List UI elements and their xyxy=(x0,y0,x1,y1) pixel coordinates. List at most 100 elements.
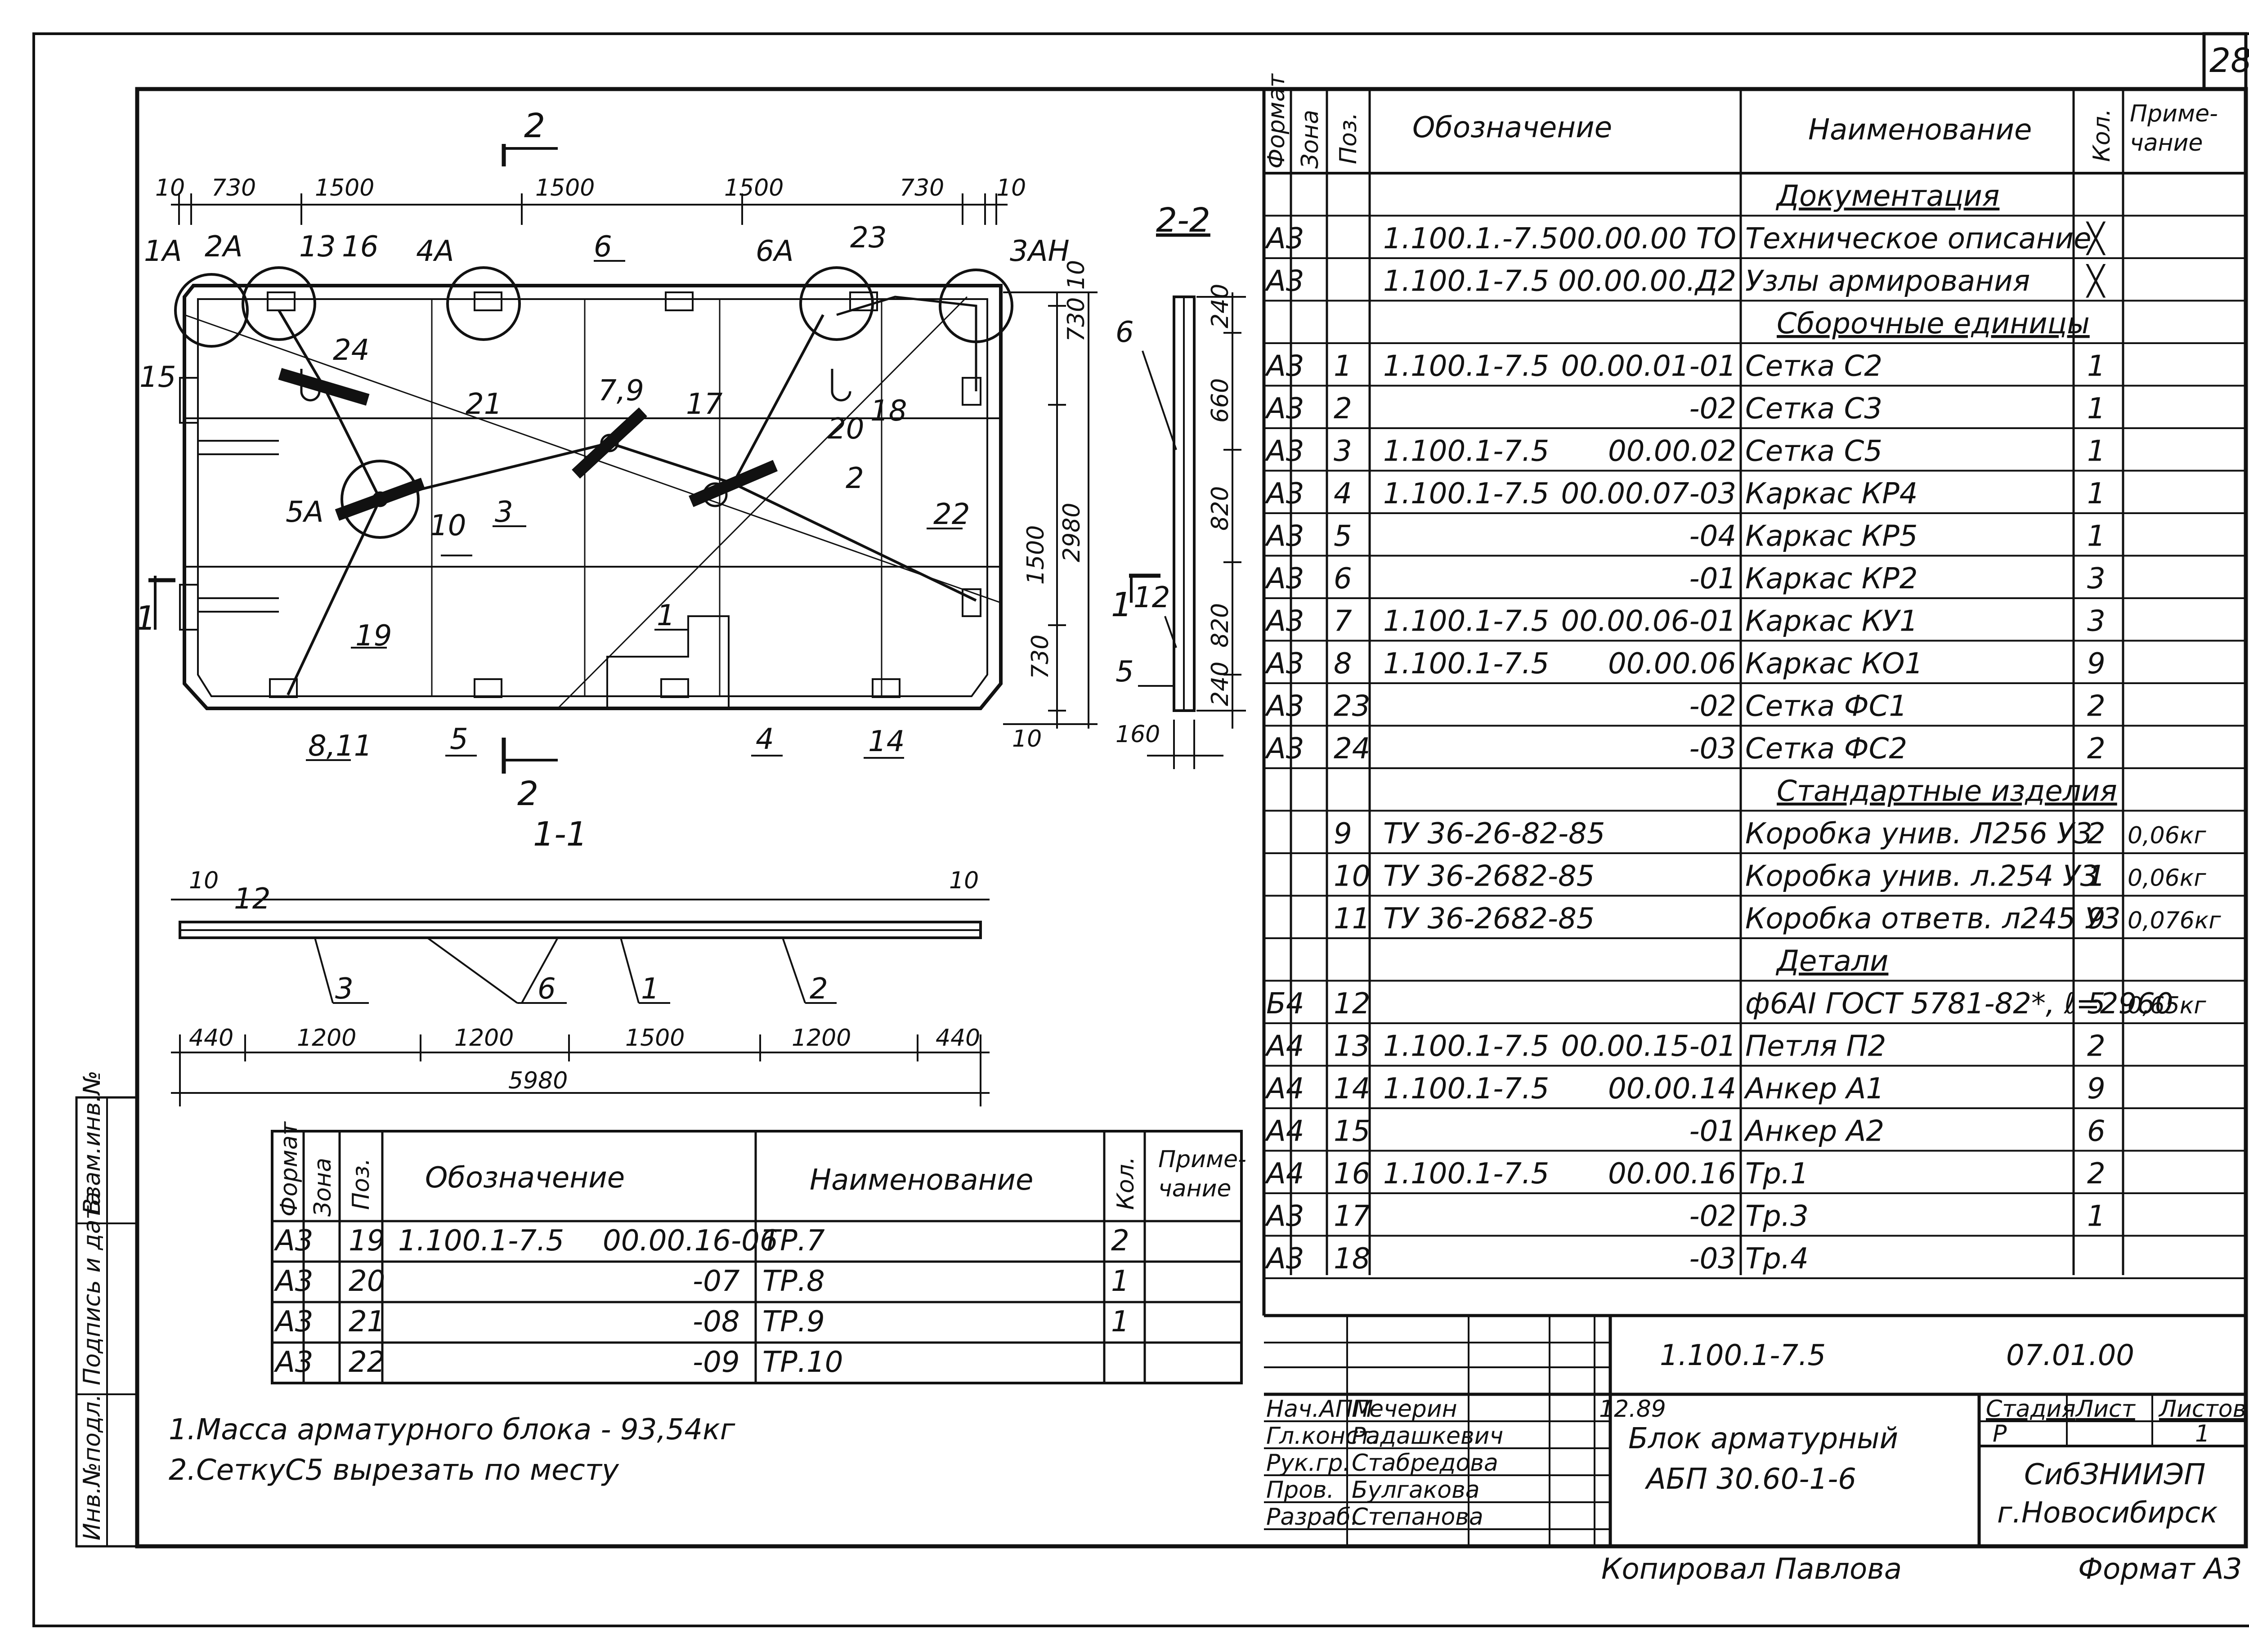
cell-pos: 12 xyxy=(1334,987,1370,1021)
cell-name: Каркас КР4 xyxy=(1745,477,1917,510)
svg-text:2: 2 xyxy=(1111,1224,1129,1258)
dim-top-6: 730 xyxy=(900,175,944,201)
cell-qty: 1 xyxy=(2087,392,2106,425)
cell-format: А3 xyxy=(1264,562,1304,595)
cell-name: Сетка ФС1 xyxy=(1745,690,1907,723)
cell-name: Сетка С5 xyxy=(1745,435,1882,468)
cell-format: А3 xyxy=(1264,520,1304,553)
small-hdr-zone: Зона xyxy=(309,1158,336,1217)
svg-text:А3: А3 xyxy=(273,1224,314,1258)
pos-6: 6 xyxy=(594,230,612,264)
cell-pos: 11 xyxy=(1334,902,1370,936)
dim-22-4: 820 xyxy=(1207,603,1234,648)
cell-pos: 4 xyxy=(1334,477,1352,510)
svg-text:-07: -07 xyxy=(693,1265,740,1298)
cell-code: -02 xyxy=(1689,690,1736,723)
signer-role: Рук.гр. xyxy=(1266,1450,1350,1477)
dim-top-1: 10 xyxy=(155,175,185,201)
small-hdr-note-2: чание xyxy=(1158,1175,1231,1202)
cell-code: 00.00.00.Д2 xyxy=(1558,265,1736,298)
note-2: 2.СеткуС5 вырезать по месту xyxy=(169,1454,619,1487)
cell-qty: 9 xyxy=(2087,647,2106,680)
cell-qty: 1 xyxy=(2087,435,2106,468)
sheet-inner-frame xyxy=(135,87,2248,1549)
svg-text:21: 21 xyxy=(349,1305,385,1339)
cell-doc: ТУ 36-2682-85 xyxy=(1383,902,1595,936)
cell-qty: 2 xyxy=(2087,1030,2106,1063)
cell-name: Каркас КО1 xyxy=(1745,647,1923,680)
small-row-1: А3 19 1.100.1-7.5 00.00.16-06 ТР.7 2 xyxy=(273,1224,1129,1258)
dim-top-3: 1500 xyxy=(315,175,374,201)
pos-1A: 1A xyxy=(144,235,182,268)
dim-22-1: 240 xyxy=(1207,284,1234,328)
pos-4A: 4A xyxy=(416,235,454,268)
title-block-grid xyxy=(1264,1314,2246,1546)
cell-qty: 2 xyxy=(2087,690,2106,723)
pos-15: 15 xyxy=(139,361,176,394)
cell-qty: 1 xyxy=(2087,860,2106,893)
cell-doc: 1.100.1-7.5 xyxy=(1383,435,1549,468)
cell-doc: 1.100.1-7.5 xyxy=(1383,477,1549,510)
cell-code: -02 xyxy=(1689,1200,1736,1233)
svg-text:00.00.16-06: 00.00.16-06 xyxy=(603,1224,778,1258)
main-table-row: Стандартные изделия xyxy=(1777,775,2117,808)
svg-text:20: 20 xyxy=(349,1265,385,1298)
small-hdr-pos: Поз. xyxy=(348,1158,375,1210)
section-2-2-title: 2-2 xyxy=(1156,201,1210,240)
cell-code: 00.00.02 xyxy=(1608,435,1736,468)
cell-code: -01 xyxy=(1689,562,1736,595)
cell-name: Тр.3 xyxy=(1745,1200,1809,1233)
cell-name: Сетка ФС2 xyxy=(1745,732,1907,766)
cell-pos: 14 xyxy=(1334,1072,1370,1106)
cell-format: А4 xyxy=(1264,1157,1304,1191)
signer-name: Печерин xyxy=(1352,1396,1457,1423)
dim-22-2: 660 xyxy=(1207,378,1234,423)
signer-role: Разраб. xyxy=(1266,1504,1358,1531)
cell-format: А3 xyxy=(1264,732,1304,766)
pos-6A: 6A xyxy=(756,235,794,268)
dim-right-bottom: 10 xyxy=(1012,725,1042,752)
small-hdr-format: Формат xyxy=(276,1121,303,1217)
s11-dim-b2: 1200 xyxy=(297,1025,356,1052)
svg-text:А3: А3 xyxy=(273,1265,314,1298)
cell-code: 00.00.14 xyxy=(1608,1072,1736,1106)
cell-pos: 15 xyxy=(1334,1115,1370,1148)
cell-code: 00.00.00 ТО xyxy=(1559,222,1736,255)
section-mark-left: 1 xyxy=(135,599,156,638)
pos-2: 2 xyxy=(846,462,864,495)
svg-text:19: 19 xyxy=(349,1224,385,1258)
dim-top-2: 730 xyxy=(211,175,256,201)
main-table-row: Сборочные единицы xyxy=(1777,307,2090,340)
s11-dim-b6: 440 xyxy=(936,1025,980,1052)
cell-name: Коробка ответв. л245 У3 xyxy=(1745,902,2120,936)
pos-1: 1 xyxy=(657,599,675,632)
svg-text:ТР.10: ТР.10 xyxy=(762,1346,843,1379)
sheets-label: Листов xyxy=(2158,1396,2246,1423)
signers-table: Нач.АПМПечеринГл.конст.РадашкевичРук.гр.… xyxy=(1266,1396,1503,1531)
s11-pos-6: 6 xyxy=(538,972,556,1006)
svg-text:1: 1 xyxy=(1111,1305,1129,1339)
s11-pos-2: 2 xyxy=(810,972,828,1006)
section-heading: Детали xyxy=(1775,945,1888,978)
cell-qty: 1 xyxy=(2087,477,2106,510)
s11-dim-b5: 1200 xyxy=(792,1025,851,1052)
sheets-value: 1 xyxy=(2195,1420,2210,1447)
pos-20: 20 xyxy=(828,412,864,446)
svg-text:-08: -08 xyxy=(693,1305,740,1339)
cell-qty: 1 xyxy=(2087,520,2106,553)
sec22-pos-12: 12 xyxy=(1133,581,1170,614)
cell-pos: 7 xyxy=(1334,605,1352,638)
cell-format: А4 xyxy=(1264,1115,1304,1148)
cell-format: А3 xyxy=(1264,605,1304,638)
